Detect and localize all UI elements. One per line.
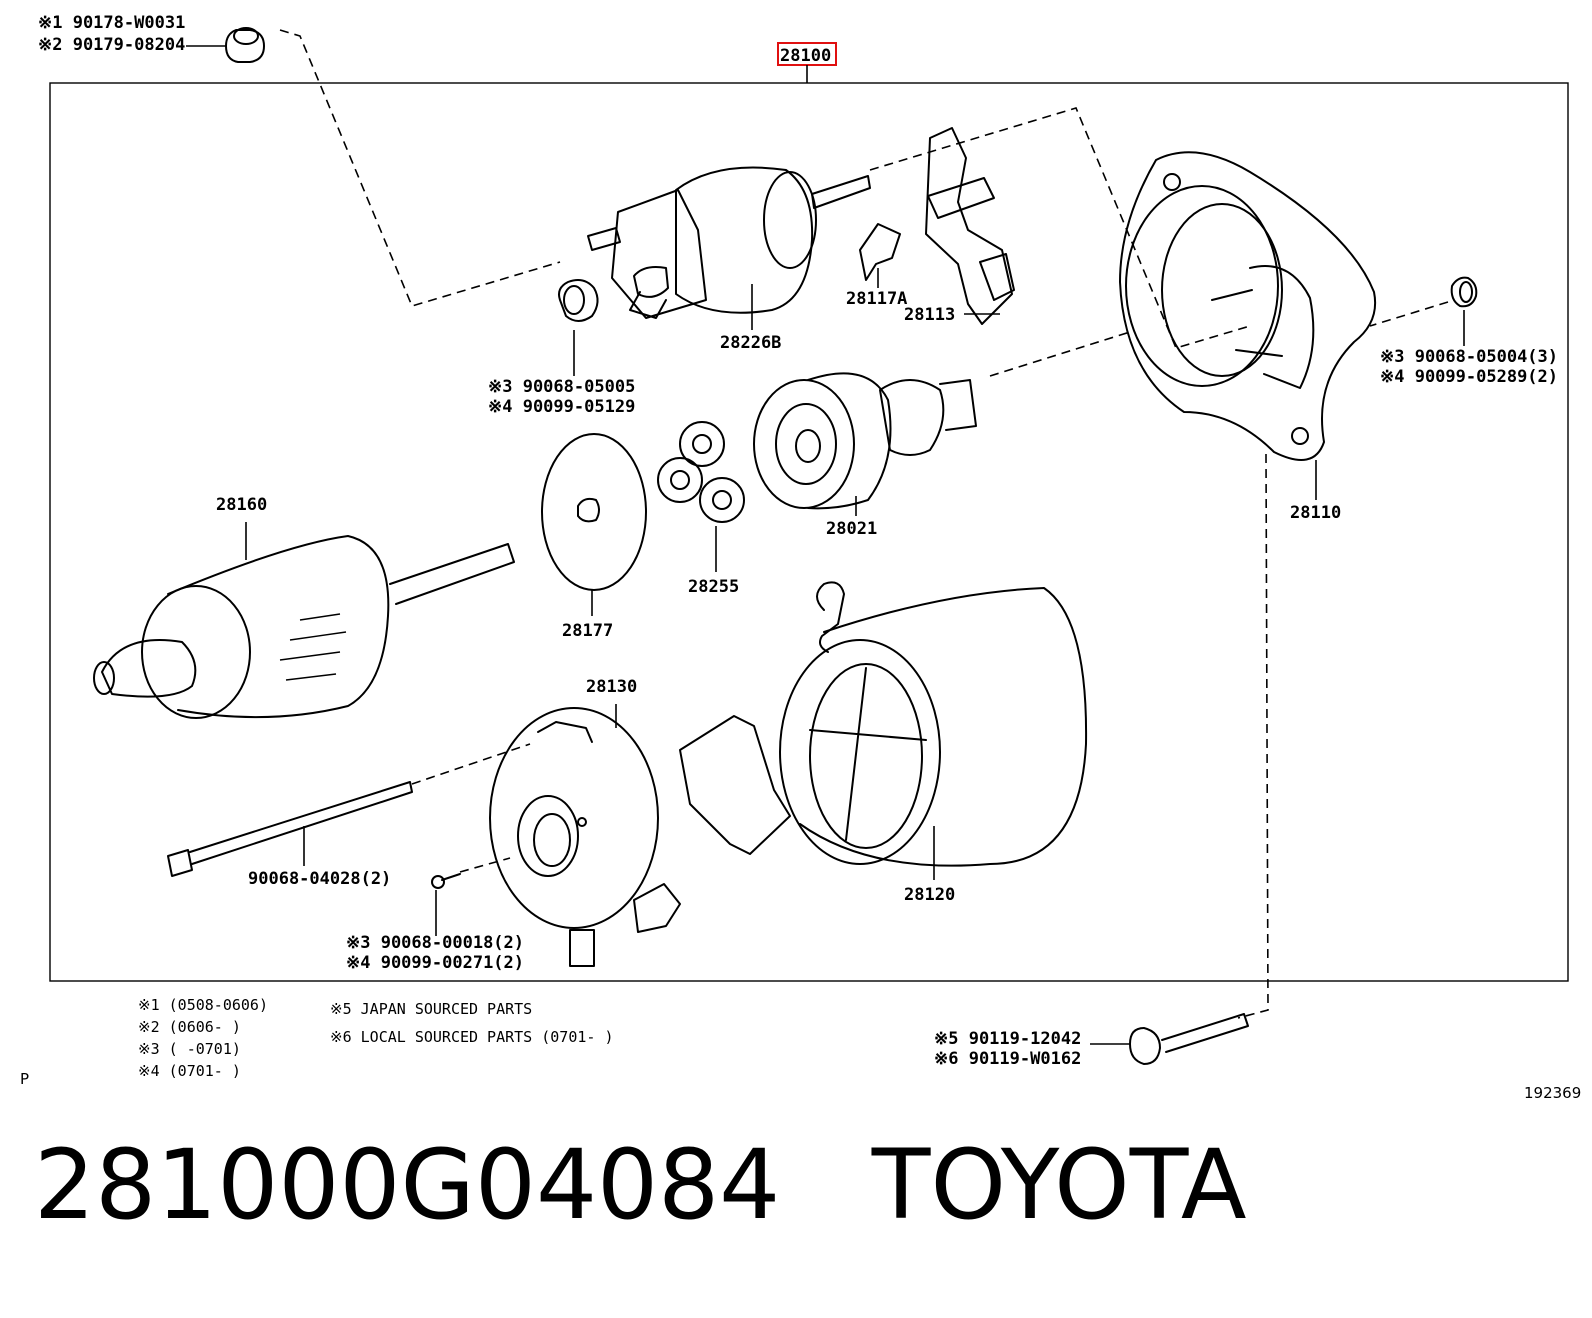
part-number-28177[interactable]: 28177: [562, 621, 613, 641]
solenoid-switch[interactable]: [587, 166, 871, 319]
fastener-label: ※4 90099-05289(2): [1380, 367, 1558, 387]
part-number-28226b[interactable]: 28226B: [720, 333, 781, 353]
part-number-28110[interactable]: 28110: [1290, 503, 1341, 523]
caption-brand: TOYOTA: [871, 1129, 1247, 1241]
brush-spring-clip[interactable]: [859, 223, 901, 281]
part-number-28255[interactable]: 28255: [688, 577, 739, 597]
part-number-28021[interactable]: 28021: [826, 519, 877, 539]
screw[interactable]: [431, 873, 461, 889]
fastener-label: ※3 90068-05005: [488, 377, 635, 397]
drive-housing[interactable]: [1119, 151, 1376, 461]
fastener-label: ※6 90119-W0162: [934, 1049, 1081, 1069]
fastener-label: ※3 90068-00018(2): [346, 933, 524, 953]
part-number-28120[interactable]: 28120: [904, 885, 955, 905]
footnote: ※6 LOCAL SOURCED PARTS (0701- ): [330, 1028, 614, 1046]
commutator-end-frame[interactable]: [489, 707, 681, 967]
parts-diagram: 28100 ※1 90178-W0031 ※2 90179-08204 2822…: [20, 13, 1581, 1102]
part-number-28113[interactable]: 28113: [904, 305, 955, 325]
field-yoke[interactable]: [679, 581, 1088, 867]
footnote: ※1 (0508-0606): [138, 996, 268, 1014]
assembly-number[interactable]: 28100: [780, 46, 831, 66]
starter-clutch[interactable]: [753, 372, 977, 510]
nut-mid[interactable]: [558, 279, 599, 322]
planetary-gears[interactable]: [657, 421, 745, 523]
assembly-frame: [49, 82, 1569, 982]
fastener-label: ※4 90099-00271(2): [346, 953, 524, 973]
nut-right[interactable]: [1450, 276, 1478, 308]
fastener-label: ※4 90099-05129: [488, 397, 635, 417]
brush-holder[interactable]: [925, 127, 1015, 325]
armature[interactable]: [93, 535, 515, 719]
part-number-28160[interactable]: 28160: [216, 495, 267, 515]
footnote: ※2 (0606- ): [138, 1018, 241, 1036]
part-number-28117a[interactable]: 28117A: [846, 289, 907, 309]
part-number-bolt-long[interactable]: 90068-04028(2): [248, 869, 391, 889]
fastener-label: ※3 90068-05004(3): [1380, 347, 1558, 367]
footnote: ※3 ( -0701): [138, 1040, 241, 1058]
fastener-label: ※2 90179-08204: [38, 35, 185, 55]
caption-part-number: 281000G04084: [34, 1129, 781, 1241]
footnote: ※4 (0701- ): [138, 1062, 241, 1080]
product-caption: 281000G04084 TOYOTA: [34, 1130, 1247, 1240]
cap-nut-top-left[interactable]: [186, 27, 265, 63]
fastener-label: ※1 90178-W0031: [38, 13, 185, 33]
through-bolt[interactable]: [167, 781, 413, 877]
diagram-id: 192369: [1524, 1084, 1581, 1102]
gear-plate[interactable]: [541, 433, 647, 591]
mounting-bolt[interactable]: [1129, 1013, 1249, 1065]
corner-mark-left: P: [20, 1070, 29, 1088]
fastener-label: ※5 90119-12042: [934, 1029, 1081, 1049]
part-number-28130[interactable]: 28130: [586, 677, 637, 697]
footnote: ※5 JAPAN SOURCED PARTS: [330, 1000, 532, 1018]
